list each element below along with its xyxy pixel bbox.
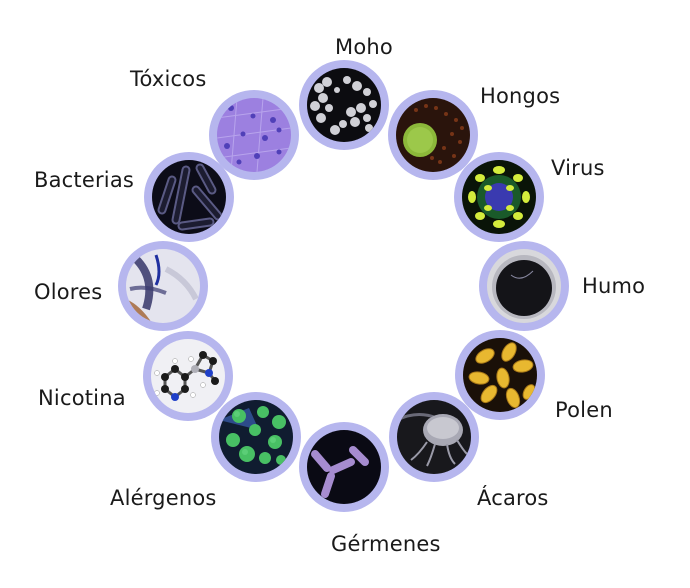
label-nicotina: Nicotina [38,386,126,410]
label-polen: Polen [555,398,613,422]
label-moho: Moho [335,35,393,59]
ring-acaros [389,392,479,482]
odor-fibers-icon [126,249,200,323]
dust-mite-icon [397,400,471,474]
ring-polen [455,330,545,420]
ring-bacterias [144,152,234,242]
ring-alergenos [211,392,301,482]
ring-nicotina [143,331,233,421]
label-acaros: Ácaros [477,486,549,510]
mold-spores-icon [307,68,381,142]
ring-toxicos [209,90,299,180]
ring-olores [118,241,208,331]
label-toxicos: Tóxicos [130,67,207,91]
germs-rods-icon [307,430,381,504]
smoke-particle-icon [487,249,561,323]
virus-particle-icon [462,160,536,234]
label-bacterias: Bacterias [34,168,135,192]
nicotine-molecule-icon [151,339,225,413]
ring-hongos [388,90,478,180]
ring-moho [299,60,389,150]
label-humo: Humo [582,274,646,298]
ring-virus [454,152,544,242]
label-virus: Virus [551,156,605,180]
allergen-spheres-icon [219,400,293,474]
label-germenes: Gérmenes [331,532,441,556]
bacteria-rods-icon [152,160,226,234]
label-hongos: Hongos [480,84,561,108]
toxic-cells-icon [217,98,291,172]
pollen-grains-icon [463,338,537,412]
ring-germenes [299,422,389,512]
label-olores: Olores [34,280,103,304]
fungus-colony-icon [396,98,470,172]
ring-humo [479,241,569,331]
label-alergenos: Alérgenos [110,486,217,510]
